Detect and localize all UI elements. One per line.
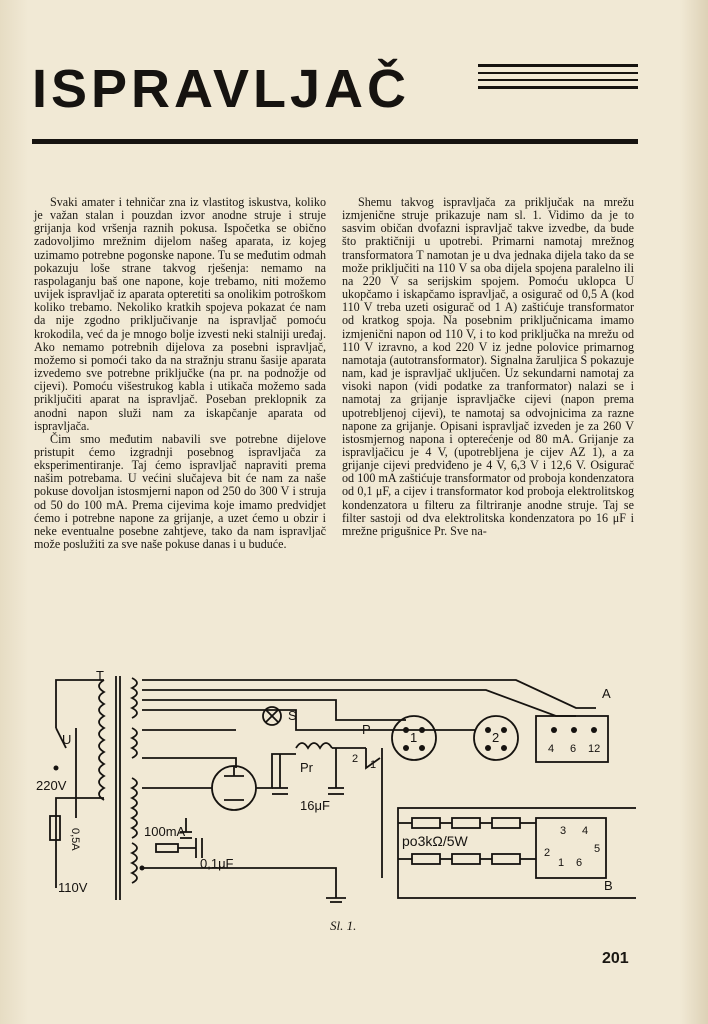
label-p-pos2: 2	[352, 753, 358, 765]
label-fuse-mains: 0,5A	[69, 828, 81, 851]
page-number: 201	[602, 950, 629, 967]
label-b-pin2: 2	[544, 847, 550, 859]
label-socket-b: B	[604, 878, 613, 893]
label-tube2: 2	[492, 730, 499, 745]
label-mains-220: 220V	[36, 778, 67, 793]
label-cap-small: 0,1μF	[200, 856, 234, 871]
label-p-pos1: 1	[370, 759, 376, 771]
left-column: Svaki amater i tehničar zna iz vlastitog…	[34, 195, 326, 552]
label-b-pin5: 5	[594, 843, 600, 855]
title-decoration-lines	[478, 64, 638, 94]
label-b-pin3: 3	[560, 825, 566, 837]
label-choke: Pr	[300, 760, 314, 775]
label-a-pin6: 6	[570, 743, 576, 755]
label-a-pin4: 4	[548, 743, 554, 755]
label-socket-a: A	[602, 686, 611, 701]
label-transformer: T	[96, 668, 104, 683]
label-switch-p: P	[362, 722, 371, 737]
label-b-pin1: 1	[558, 857, 564, 869]
paragraph: Svaki amater i tehničar zna iz vlastitog…	[34, 195, 326, 433]
paragraph: Čim smo međutim nabavili sve potrebne di…	[34, 431, 326, 552]
circuit-diagram: T S U 220V 110V 0,5A 100mA 0,1μF Pr 16μF…	[36, 668, 636, 903]
label-a-pin12: 12	[588, 743, 600, 755]
label-fuse-anode: 100mA	[144, 824, 186, 839]
figure-caption: Sl. 1.	[330, 918, 357, 933]
label-b-pin6: 6	[576, 857, 582, 869]
label-switch-u: U	[62, 732, 71, 747]
label-mains-110: 110V	[58, 880, 88, 895]
right-column: Shemu takvog ispravljača za priključak n…	[342, 195, 634, 538]
label-cap-filter: 16μF	[300, 798, 330, 813]
label-b-pin4: 4	[582, 825, 588, 837]
label-resistors: po3kΩ/5W	[402, 833, 469, 849]
title-rule	[32, 139, 638, 144]
article-title: ISPRAVLJAČ	[32, 59, 411, 119]
label-tube1: 1	[410, 730, 417, 745]
paragraph: Shemu takvog ispravljača za priključak n…	[342, 195, 634, 538]
label-lamp: S	[288, 708, 297, 723]
